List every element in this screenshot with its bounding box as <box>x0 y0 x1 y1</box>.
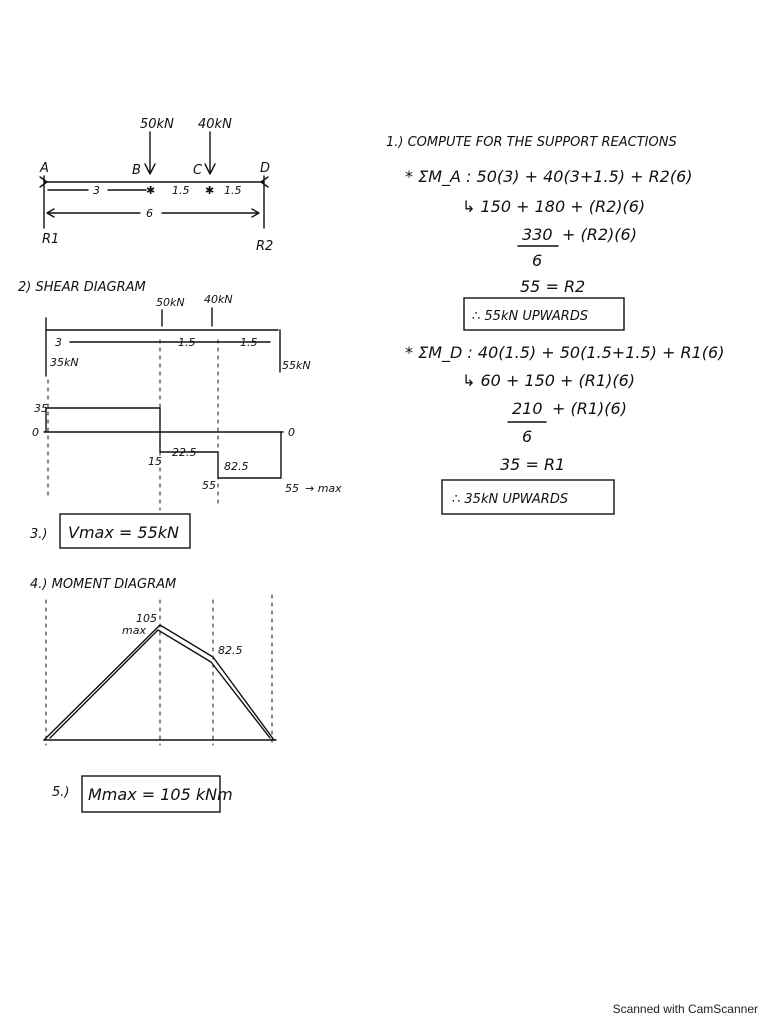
shear-diagram: 2) SHEAR DIAGRAM 50kN 40kN 3 1.5 1.5 35k… <box>18 280 342 511</box>
da-line-2: ↳ 60 + 150 + (R1)(6) <box>462 371 635 390</box>
shear-mid-value: 22.5 <box>172 446 197 459</box>
ad-line-3-den: 6 <box>532 251 542 270</box>
beam-end-right <box>260 176 269 188</box>
shear-top-value: 35 <box>34 402 48 415</box>
dim-mark-b: ✱ <box>146 184 155 197</box>
ad-line-2: ↳ 150 + 180 + (R2)(6) <box>462 197 645 216</box>
vmax-number: 3.) <box>30 527 47 542</box>
reaction-r1-label: R1 <box>42 232 59 247</box>
load-arrow-b-head <box>144 163 156 175</box>
point-b-label: B <box>132 163 141 178</box>
moment-diagram-line-2 <box>49 629 271 739</box>
shear-c-value: 82.5 <box>224 460 249 473</box>
shear-zero-right: 0 <box>288 426 295 439</box>
dim-total: 6 <box>146 207 153 220</box>
shear-load-b: 50kN <box>156 296 185 309</box>
shear-diagram-line <box>45 407 282 479</box>
ad-line-1: * ΣM_A : 50(3) + 40(3+1.5) + R2(6) <box>405 167 693 187</box>
shear-d-value: 55 <box>285 482 299 495</box>
vmax-text: Vmax = 55kN <box>68 523 179 542</box>
shear-heading: 2) SHEAR DIAGRAM <box>18 280 146 295</box>
reaction-r2-label: R2 <box>256 239 273 254</box>
da-line-3-den: 6 <box>522 427 532 446</box>
mmax-box <box>81 775 221 813</box>
dim-cd: 1.5 <box>224 184 242 197</box>
da-answer-box <box>441 479 615 515</box>
vmax-box <box>59 513 191 549</box>
shear-b-value: 15 <box>148 455 162 468</box>
reaction-solution: 1.) COMPUTE FOR THE SUPPORT REACTIONS * … <box>386 135 724 515</box>
moment-peak-value: 105 <box>136 612 157 625</box>
dim-bc: 1.5 <box>172 184 190 197</box>
mmax-number: 5.) <box>52 785 69 800</box>
da-line-4: 35 = R1 <box>500 455 565 474</box>
point-c-label: C <box>193 163 203 178</box>
shear-c-lower: 55 <box>202 479 216 492</box>
load-arrow-c-head <box>204 163 216 175</box>
ad-line-3-tail: + (R2)(6) <box>562 225 637 244</box>
ad-answer: ∴ 55kN UPWARDS <box>472 309 588 324</box>
da-line-1: * ΣM_D : 40(1.5) + 50(1.5+1.5) + R1(6) <box>405 343 724 363</box>
shear-max-note: → max <box>305 482 342 495</box>
ad-answer-box <box>463 297 625 331</box>
point-d-label: D <box>260 161 270 176</box>
load-b-label: 50kN <box>140 117 174 132</box>
moment-heading: 4.) MOMENT DIAGRAM <box>30 577 176 592</box>
moment-c-value: 82.5 <box>218 644 243 657</box>
da-line-3-num: 210 <box>512 399 543 418</box>
shear-dim-ab: 3 <box>55 336 62 349</box>
dim-total-arrow-left <box>46 208 55 218</box>
shear-zero-left: 0 <box>32 426 39 439</box>
mmax-result: 5.) Mmax = 105 kNm <box>52 775 233 813</box>
problem-beam-sketch: 50kN 40kN A B C D ✱ ✱ 3 1.5 1.5 6 R1 R2 <box>39 117 273 254</box>
ad-line-4: 55 = R2 <box>520 277 585 296</box>
vmax-result: 3.) Vmax = 55kN <box>30 513 191 549</box>
ad-line-3-num: 330 <box>522 225 553 244</box>
shear-load-c: 40kN <box>204 293 233 306</box>
moment-peak-note: max <box>122 624 146 637</box>
dim-total-arrow-right <box>251 208 260 218</box>
shear-r2-value: 55kN <box>282 359 311 372</box>
scanner-watermark: Scanned with CamScanner <box>612 1002 758 1016</box>
dim-mark-c: ✱ <box>205 184 214 197</box>
dim-ab: 3 <box>93 184 100 197</box>
da-answer: ∴ 35kN UPWARDS <box>452 492 568 507</box>
moment-diagram: 4.) MOMENT DIAGRAM 105 max 82.5 <box>30 577 277 746</box>
load-c-label: 40kN <box>198 117 232 132</box>
mmax-text: Mmax = 105 kNm <box>88 785 233 804</box>
shear-r1-value: 35kN <box>50 356 79 369</box>
point-a-label: A <box>39 161 49 176</box>
solution-heading: 1.) COMPUTE FOR THE SUPPORT REACTIONS <box>386 135 677 150</box>
moment-diagram-line <box>43 624 275 741</box>
beam-end-left <box>39 176 48 188</box>
da-line-3-tail: + (R1)(6) <box>552 399 627 418</box>
